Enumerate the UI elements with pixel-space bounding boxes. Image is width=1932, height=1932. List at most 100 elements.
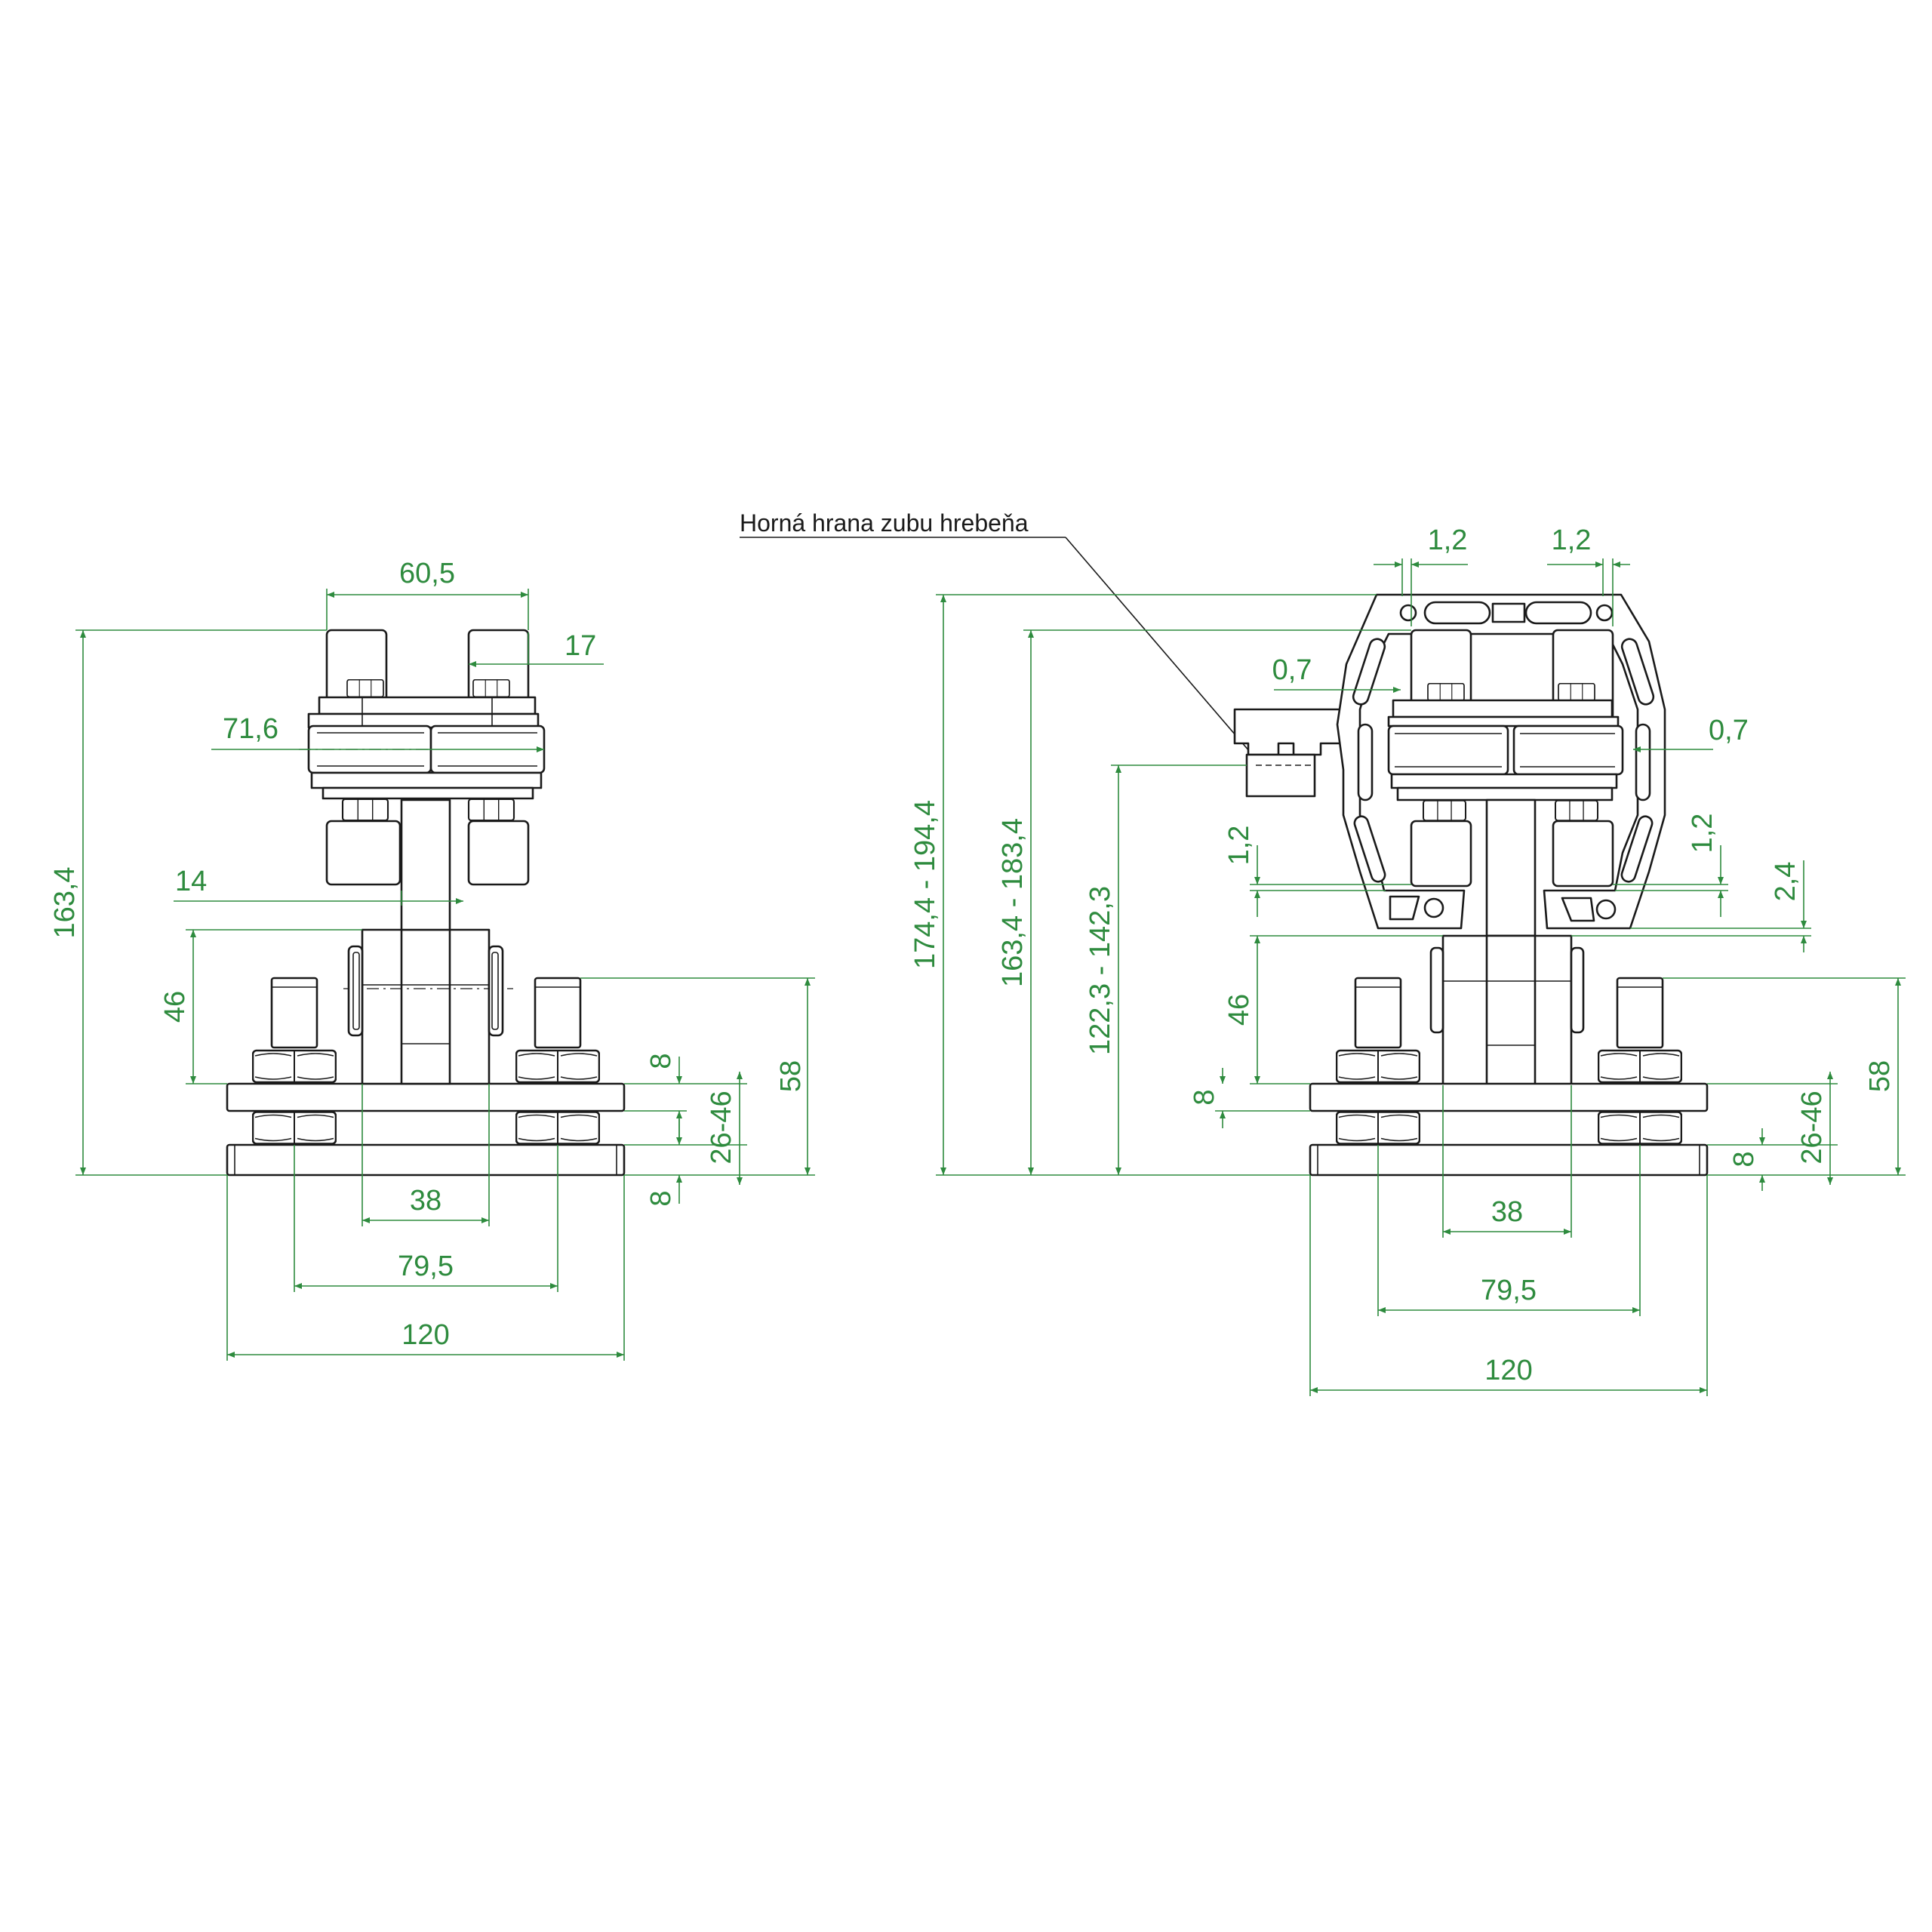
right-post	[1485, 798, 1537, 937]
right-wheel-left	[1387, 724, 1509, 776]
right-roller-bottom	[1410, 820, 1614, 888]
left-center-block	[343, 928, 513, 1085]
left-roller-bottom-right	[467, 820, 530, 886]
right-dim-gap-left: 1,2	[1374, 525, 1468, 626]
right-dim-lower-right: 1,2	[1613, 814, 1728, 917]
left-bolt-right	[534, 977, 582, 1049]
dim-label-right-plate-bottom: 8	[1728, 1151, 1760, 1167]
right-middle-plate	[1309, 1082, 1709, 1112]
left-nut-bottom-right	[515, 1111, 600, 1145]
dim-label-clear-right: 0,7	[1709, 715, 1749, 746]
left-dim-post-offset: 14	[174, 866, 463, 906]
left-dim-block-height: 46	[159, 929, 362, 1084]
right-dim-body-height: 163,4 - 183,4	[997, 629, 1411, 1175]
dim-label-gap-left: 1,2	[1428, 525, 1468, 556]
dim-label-bolt-height: 58	[775, 1060, 807, 1092]
dim-label-roller-width: 17	[565, 630, 596, 662]
dim-label-post-offset: 14	[175, 866, 207, 897]
dim-label-right-base-width: 120	[1484, 1355, 1532, 1386]
right-dim-clear-left: 0,7	[1272, 654, 1401, 693]
left-dim-bolt-spacing: 79,5	[294, 1145, 558, 1292]
dim-label-right-plate-top: 8	[1189, 1089, 1220, 1105]
dim-label-bolt-spacing: 79,5	[398, 1251, 454, 1282]
rack-tooth	[1233, 708, 1345, 798]
left-dim-plate-top: 8	[624, 1053, 687, 1138]
right-nut-upper-right	[1557, 683, 1596, 701]
dim-label-rack-height: 122,3 - 142,3	[1084, 886, 1116, 1055]
left-dim-total-height: 163,4	[49, 629, 327, 1176]
right-dim-bolt-height: 58	[1663, 977, 1906, 1176]
dim-label-body-height: 163,4 - 183,4	[997, 818, 1029, 987]
left-bolt-left	[270, 977, 318, 1049]
left-lower-clamp	[310, 771, 543, 800]
left-dim-plate-gap: 26-46	[624, 1072, 747, 1185]
left-dim-bolt-height: 58	[580, 977, 815, 1176]
dim-label-gap-right: 1,2	[1552, 525, 1592, 556]
right-nut-top-left	[1336, 1049, 1420, 1084]
right-wheel-right	[1512, 724, 1624, 776]
dim-label-overall-height: 174,4 - 194,4	[909, 800, 941, 969]
callout: Horná hrana zubu hrebeňa	[740, 509, 1261, 768]
dim-label-plate-bottom: 8	[645, 1190, 677, 1206]
dim-label-lower-left: 1,2	[1223, 826, 1255, 866]
dim-label-right-plate-gap: 26-46	[1796, 1091, 1828, 1164]
right-dim-lower-left: 1,2	[1223, 826, 1411, 917]
left-nut-upper-left	[346, 679, 385, 697]
left-roller-bottom-left	[325, 820, 401, 886]
right-lower-clamp	[1390, 773, 1618, 801]
dim-label-block-height: 46	[159, 991, 191, 1023]
dim-label-plate-top: 8	[645, 1053, 677, 1069]
right-dim-lower-gap: 2,4	[1571, 860, 1811, 952]
right-upper-clamp	[1387, 699, 1620, 728]
left-nut-upper-right	[472, 679, 511, 697]
right-dim-plate-top: 8	[1189, 1068, 1310, 1128]
dim-label-lower-gap: 2,4	[1770, 862, 1801, 902]
dim-label-right-center-width: 38	[1491, 1196, 1523, 1228]
dim-label-right-bolt-spacing: 79,5	[1481, 1275, 1537, 1306]
left-dim-plate-bottom: 8	[645, 1119, 682, 1207]
right-view: Horná hrana zubu hrebeňa	[740, 509, 1906, 1396]
dim-label-lower-right: 1,2	[1687, 814, 1718, 854]
right-nut-upper-left	[1426, 683, 1466, 701]
left-dim-base-width: 120	[226, 1175, 625, 1361]
dim-label-total-height: 163,4	[49, 866, 81, 938]
right-nut-top-right	[1598, 1049, 1682, 1084]
left-dim-top-width: 60,5	[326, 558, 529, 630]
right-base-plate	[1309, 1143, 1709, 1177]
left-middle-plate	[226, 1082, 626, 1112]
dim-label-right-bolt-height: 58	[1864, 1060, 1896, 1092]
dim-label-plate-gap: 26-46	[706, 1091, 737, 1164]
right-dim-rack-height: 122,3 - 142,3	[1084, 764, 1247, 1175]
right-bolt-right	[1616, 977, 1664, 1049]
right-nut-lower-right	[1554, 800, 1599, 821]
frame-outline	[1336, 593, 1666, 930]
left-nut-bottom-left	[252, 1111, 337, 1145]
right-dim-plate-bottom: 8	[1728, 1128, 1765, 1191]
callout-label: Horná hrana zubu hrebeňa	[740, 509, 1029, 537]
right-nut-lower-left	[1422, 800, 1467, 821]
dim-label-center-width: 38	[410, 1185, 441, 1217]
left-upper-clamp	[307, 696, 540, 729]
left-nut-lower-left	[341, 798, 389, 821]
dim-label-right-block-height: 46	[1223, 994, 1255, 1026]
right-dim-overall-height: 174,4 - 194,4	[909, 594, 1377, 1176]
right-dim-block-height: 46	[1223, 935, 1443, 1084]
left-view: 60,5 17 71,6 163,4 14 46	[49, 558, 815, 1361]
right-bolt-left	[1354, 977, 1402, 1049]
right-nut-bottom-right	[1598, 1111, 1682, 1145]
left-dim-center-width: 38	[361, 1084, 490, 1226]
right-dim-bolt-spacing: 79,5	[1377, 1145, 1641, 1316]
left-nut-top-left	[252, 1049, 337, 1084]
dim-label-clear-left: 0,7	[1272, 654, 1312, 686]
right-dim-gap-right: 1,2	[1547, 525, 1630, 626]
right-dim-base-width: 120	[1309, 1175, 1708, 1396]
left-post	[400, 798, 451, 931]
left-nut-lower-right	[467, 798, 515, 821]
right-dim-clear-right: 0,7	[1633, 715, 1749, 752]
right-dim-plate-gap: 26-46	[1707, 1072, 1838, 1185]
left-dim-clamp-width: 71,6	[211, 713, 544, 752]
left-dim-roller-width: 17	[469, 630, 604, 667]
right-center-block	[1429, 934, 1585, 1087]
dim-label-clamp-width: 71,6	[223, 713, 278, 745]
